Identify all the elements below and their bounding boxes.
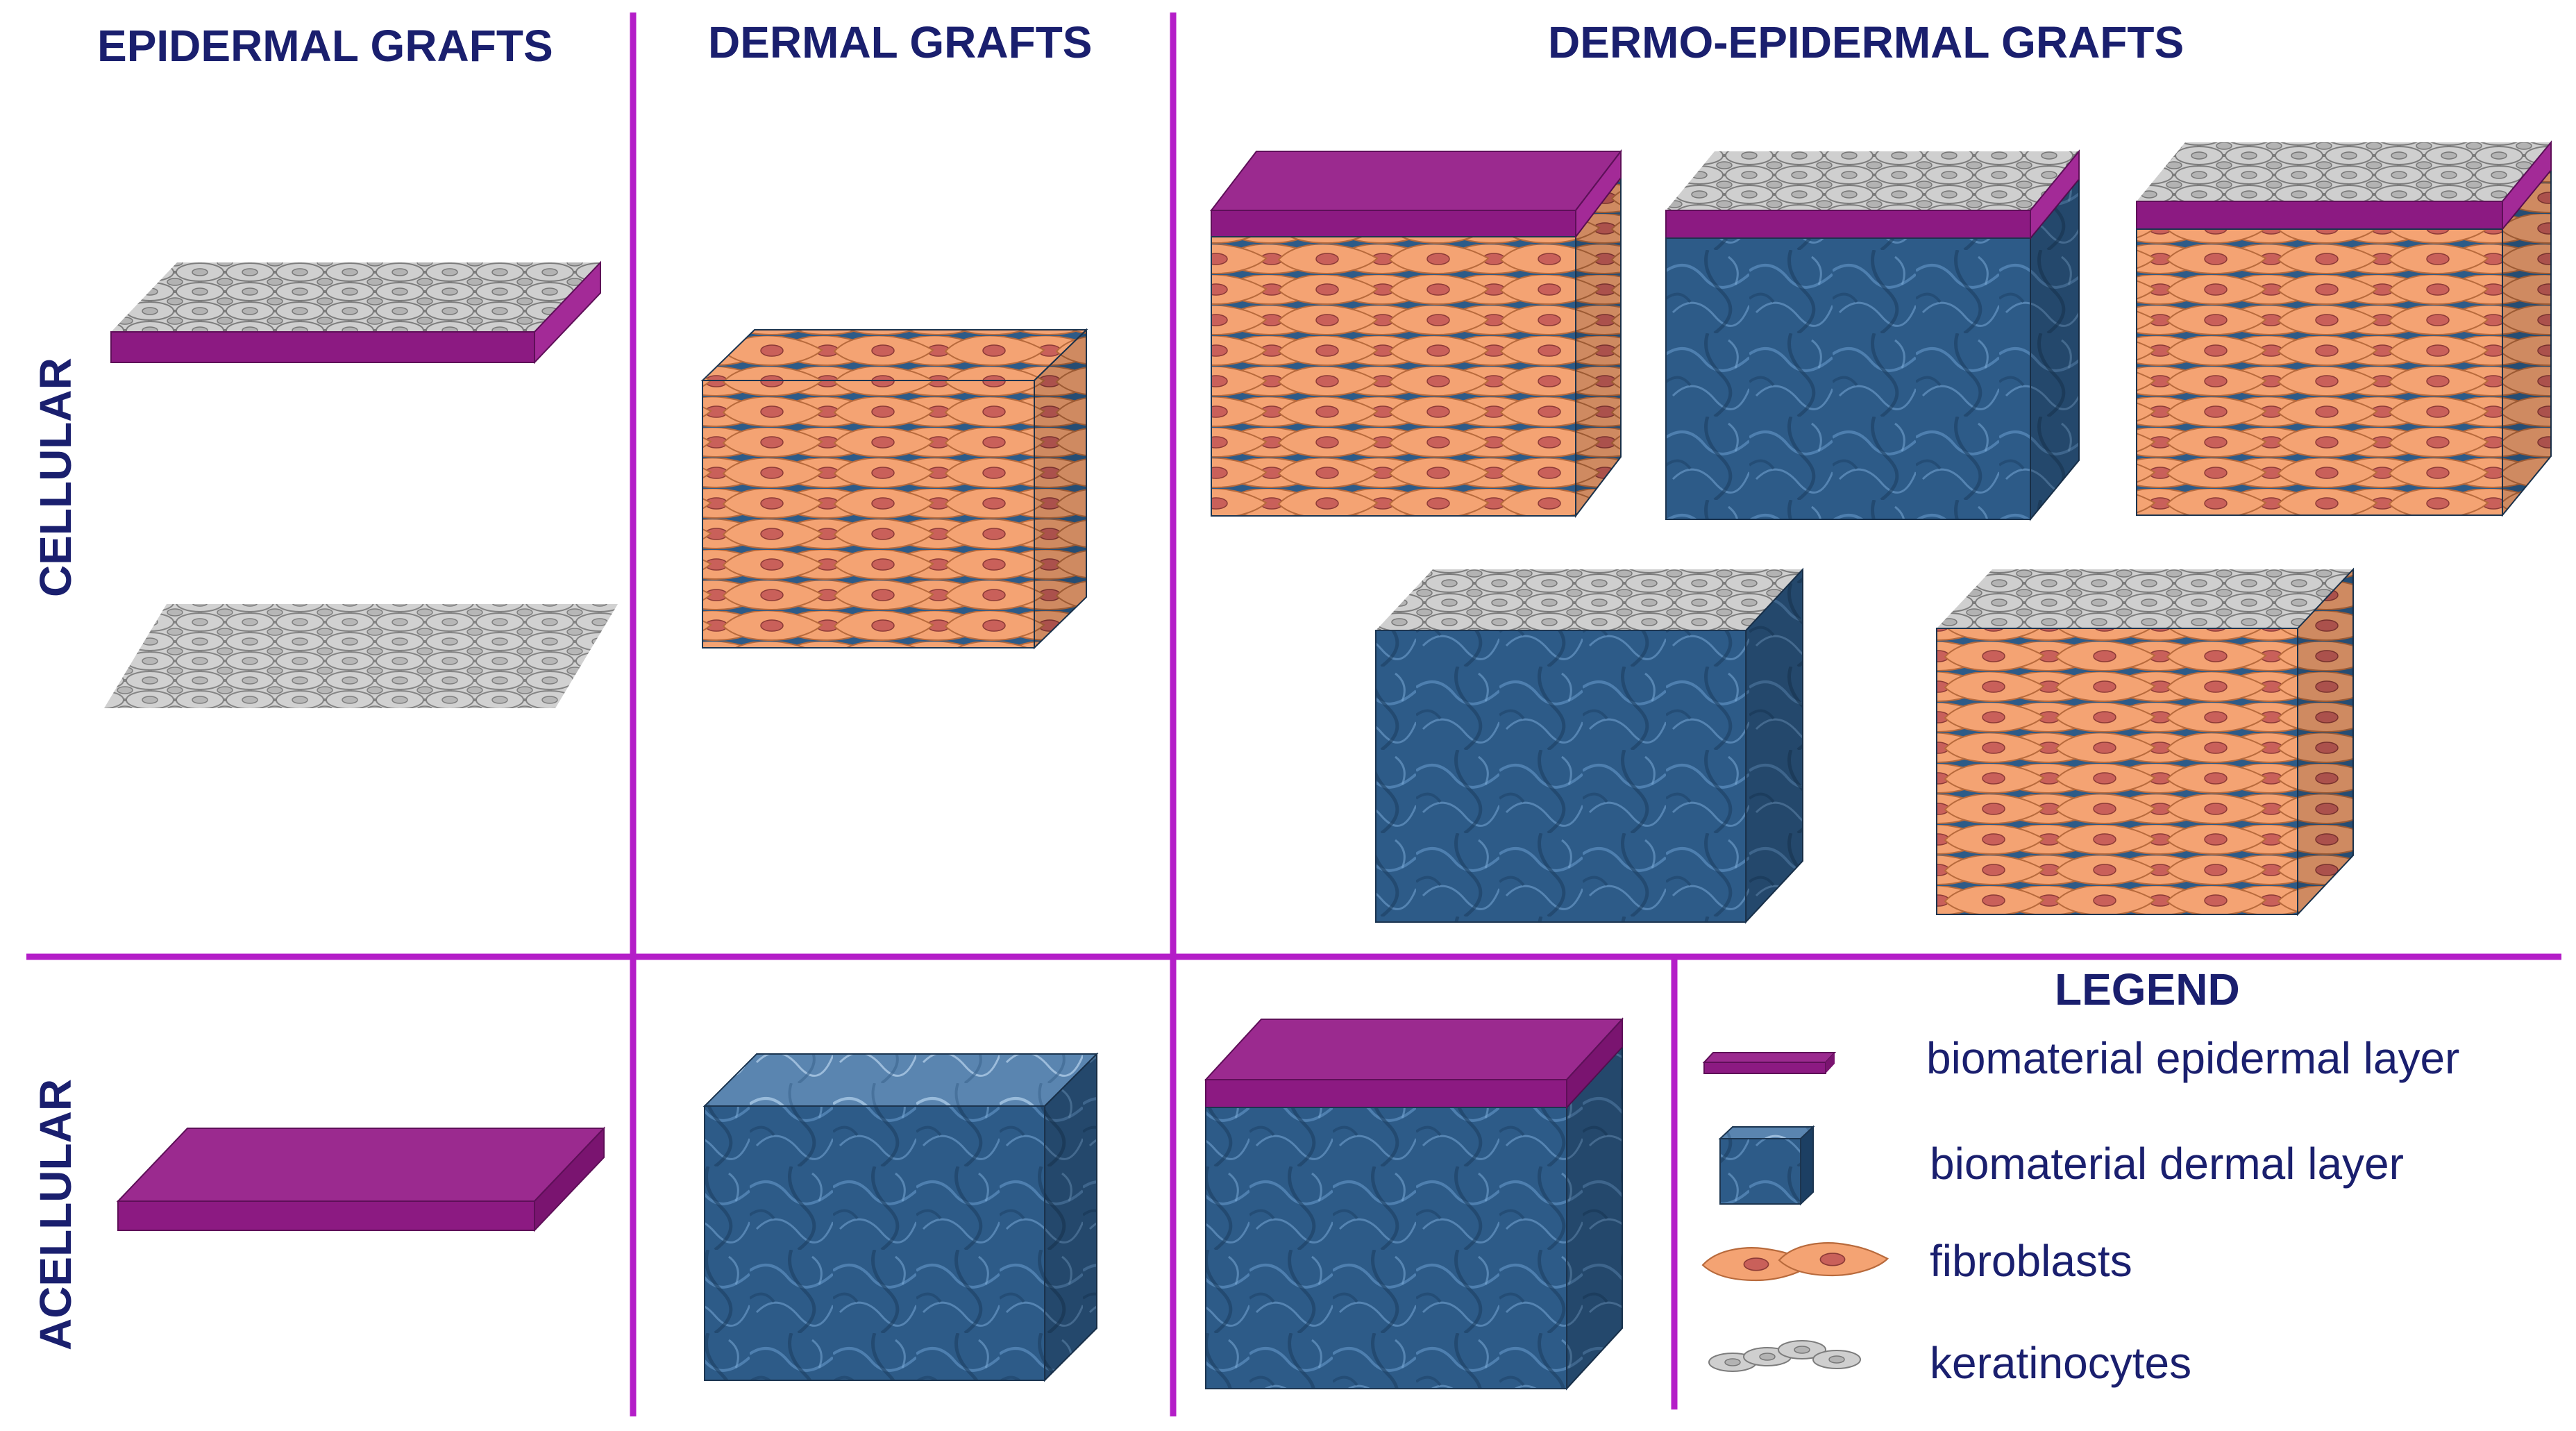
legend-swatch-dermal-layer <box>1718 1125 1815 1206</box>
legend-swatch-keratinocytes <box>1708 1340 1861 1372</box>
column-title-epidermal: EPIDERMAL GRAFTS <box>97 21 553 71</box>
row-title-acellular: ACELLULAR <box>31 1079 81 1350</box>
cellular-epidermal-slab-with-keratinocytes <box>110 260 601 365</box>
legend-title: LEGEND <box>2055 964 2240 1014</box>
row-title-cellular: CELLULAR <box>31 358 81 597</box>
dermo-epidermal-cube-keratinocytes-on-dermis <box>1375 567 1803 924</box>
cellular-keratinocyte-sheet <box>104 604 618 708</box>
legend-label-dermal-layer: biomaterial dermal layer <box>1930 1139 2404 1189</box>
column-title-dermal: DERMAL GRAFTS <box>708 17 1092 67</box>
legend-swatch-fibroblasts <box>1701 1242 1889 1282</box>
grid-dividers <box>26 12 2561 1416</box>
legend-swatch-epidermal-layer <box>1702 1052 1837 1074</box>
acellular-dermal-cube <box>702 1052 1099 1382</box>
acellular-dermo-epidermal-cube <box>1204 1017 1624 1391</box>
dermo-epidermal-cube-epidermal-fibroblasts <box>1209 149 1623 518</box>
legend-label-fibroblasts: fibroblasts <box>1930 1236 2132 1286</box>
legend: LEGEND biomaterial epidermal layer bioma… <box>1701 964 2459 1388</box>
column-title-dermo-epidermal: DERMO-EPIDERMAL GRAFTS <box>1548 17 2184 67</box>
dermo-epidermal-cube-keratinocytes-dermis <box>1665 149 2080 521</box>
acellular-epidermal-slab <box>116 1126 606 1232</box>
legend-label-keratinocytes: keratinocytes <box>1930 1338 2191 1388</box>
dermo-epidermal-cube-keratinocytes-epidermal-fibroblasts <box>2136 140 2552 517</box>
dermo-epidermal-cube-keratinocytes-on-fibroblasts <box>1936 567 2354 917</box>
legend-label-epidermal-layer: biomaterial epidermal layer <box>1926 1033 2459 1083</box>
cellular-dermal-cube-with-fibroblasts <box>700 328 1088 650</box>
